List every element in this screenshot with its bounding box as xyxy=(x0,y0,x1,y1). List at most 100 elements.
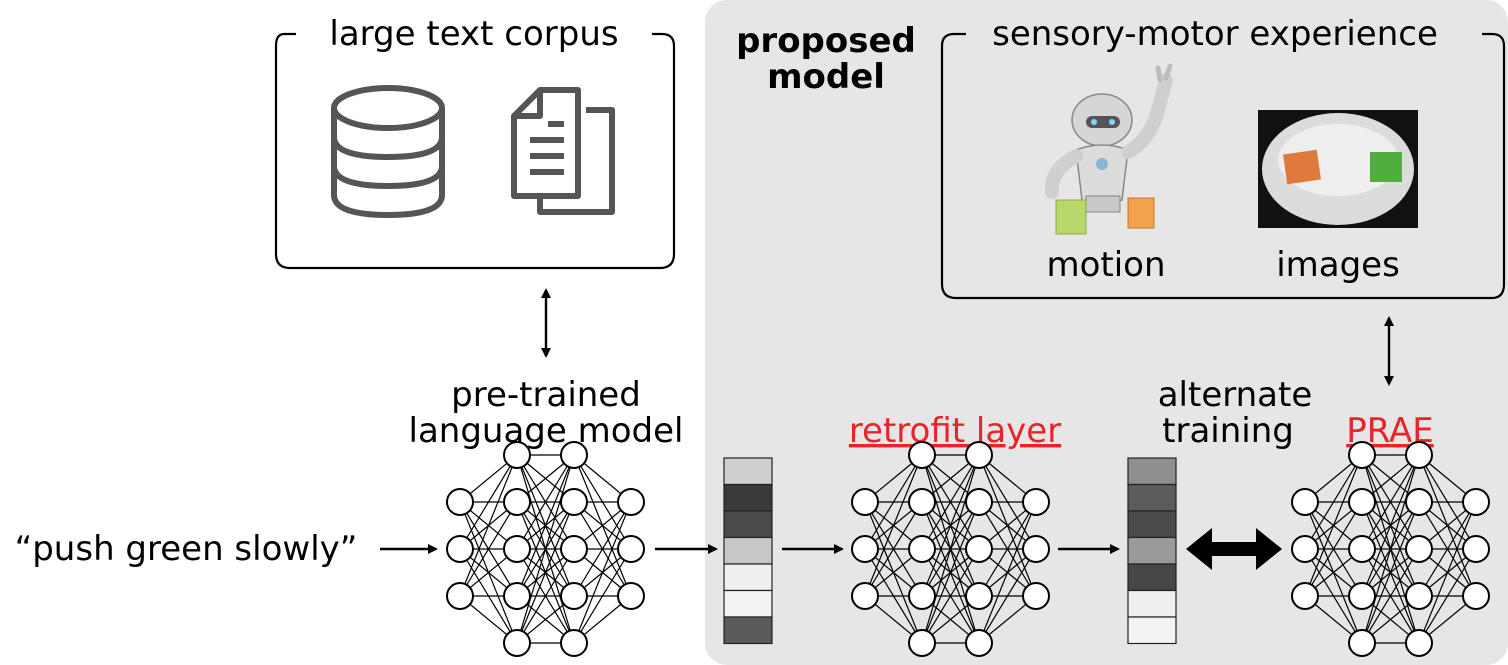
network-node xyxy=(851,582,879,610)
network-edge xyxy=(1361,548,1420,644)
vector-cell xyxy=(1127,589,1177,618)
network-node xyxy=(560,582,588,610)
network-node xyxy=(503,629,531,657)
alternate-label-line2: training xyxy=(1162,411,1294,451)
network-edge xyxy=(1361,501,1420,644)
documents-icon xyxy=(511,87,615,215)
network-node xyxy=(1348,629,1376,657)
vector-cell xyxy=(1127,457,1177,486)
network-edge xyxy=(921,501,980,644)
network-node xyxy=(1405,488,1433,516)
corpus-box: large text corpus xyxy=(274,14,676,270)
network-node xyxy=(1462,488,1490,516)
vector-cell xyxy=(723,483,773,512)
images-label: images xyxy=(1276,245,1400,285)
network-node xyxy=(503,582,531,610)
network-node xyxy=(446,535,474,563)
proposed-label-line1: proposed xyxy=(736,21,916,61)
network-edge xyxy=(516,548,575,644)
vector-cell xyxy=(723,536,773,565)
motion-label: motion xyxy=(1046,245,1165,285)
network-node xyxy=(965,488,993,516)
vector-cell xyxy=(1127,483,1177,512)
network-node xyxy=(1462,582,1490,610)
camera-image xyxy=(1258,110,1418,228)
network-edge xyxy=(516,454,575,644)
network-node xyxy=(446,582,474,610)
alternate-label-line1: alternate xyxy=(1158,375,1313,415)
network-node xyxy=(617,535,645,563)
embedding-vector-1 xyxy=(723,457,773,645)
network-node xyxy=(560,629,588,657)
network-node xyxy=(965,582,993,610)
vector-cell xyxy=(1127,536,1177,565)
network-node xyxy=(503,488,531,516)
vector-cell xyxy=(1127,563,1177,592)
network-node xyxy=(1405,629,1433,657)
experience-box: sensory-motor experience xyxy=(940,14,1506,300)
network-edge xyxy=(921,548,980,644)
network-node xyxy=(965,629,993,657)
network-node xyxy=(851,488,879,516)
network-node xyxy=(965,441,993,469)
network-node xyxy=(1348,535,1376,563)
network-edge xyxy=(573,501,632,644)
network-node xyxy=(617,582,645,610)
network-node xyxy=(617,488,645,516)
network-edge xyxy=(1361,454,1420,550)
network-edge xyxy=(1361,454,1420,644)
network-node xyxy=(908,441,936,469)
network-edge xyxy=(1418,501,1477,597)
retrofit-network xyxy=(851,441,1050,657)
network-edge xyxy=(978,548,1037,644)
network-edge xyxy=(1304,454,1363,550)
vector-cell xyxy=(723,589,773,618)
prae-network xyxy=(1291,441,1490,657)
lm-network xyxy=(446,441,645,657)
network-edge xyxy=(864,501,923,597)
network-edge xyxy=(459,454,518,550)
network-edge xyxy=(921,454,980,597)
vector-cell xyxy=(723,457,773,486)
network-node xyxy=(446,488,474,516)
network-node xyxy=(908,629,936,657)
lm-label-line1: pre-trained xyxy=(451,375,641,415)
network-node xyxy=(908,488,936,516)
embedding-vector-2 xyxy=(1127,457,1177,645)
network-edge xyxy=(1304,454,1363,597)
network-node xyxy=(560,488,588,516)
network-node xyxy=(965,535,993,563)
network-node xyxy=(560,535,588,563)
network-node xyxy=(1022,535,1050,563)
network-edge xyxy=(459,501,518,597)
network-edge xyxy=(921,454,980,644)
network-edge xyxy=(1418,548,1477,644)
retrofit-label: retrofit layer xyxy=(849,411,1061,451)
network-node xyxy=(1022,582,1050,610)
network-edge xyxy=(864,454,923,597)
network-node xyxy=(1291,582,1319,610)
vector-cell xyxy=(723,510,773,539)
network-edge xyxy=(516,454,575,597)
network-node xyxy=(503,535,531,563)
network-edge xyxy=(1361,454,1420,597)
network-edge xyxy=(573,501,632,597)
network-node xyxy=(1462,535,1490,563)
robot-illustration xyxy=(1044,63,1173,235)
network-node xyxy=(1348,488,1376,516)
proposed-label-line2: model xyxy=(767,57,885,97)
experience-title: sensory-motor experience xyxy=(992,14,1438,54)
alternate-training-arrow xyxy=(1186,528,1282,570)
network-node xyxy=(560,441,588,469)
network-node xyxy=(1348,441,1376,469)
network-edge xyxy=(459,454,518,597)
network-edge xyxy=(978,501,1037,597)
network-edge xyxy=(1304,501,1363,597)
network-node xyxy=(851,535,879,563)
network-edge xyxy=(573,548,632,644)
network-node xyxy=(1348,582,1376,610)
database-icon xyxy=(331,85,445,219)
vector-cell xyxy=(1127,510,1177,539)
network-edge xyxy=(516,501,575,644)
